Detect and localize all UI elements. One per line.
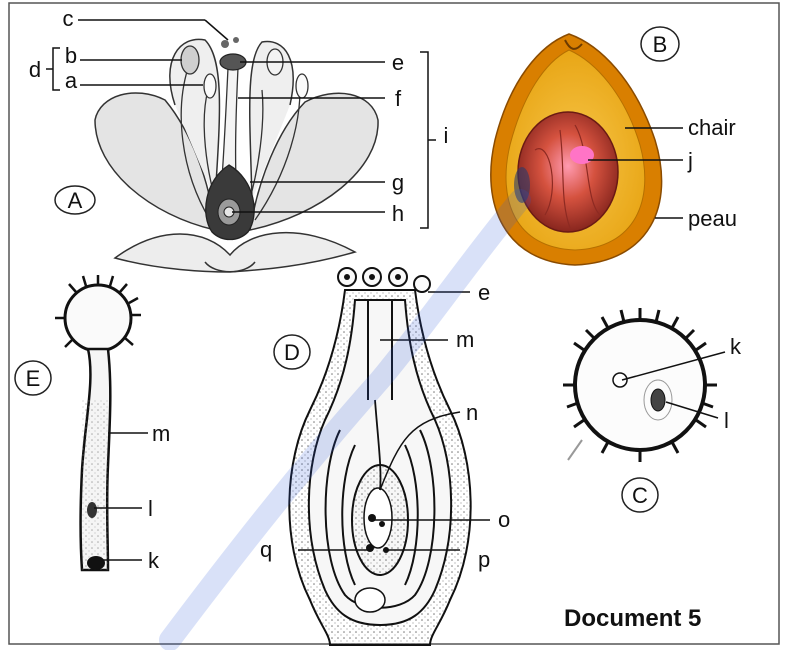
pistil-label-q: q — [260, 537, 272, 562]
pollen-label-l: l — [724, 408, 729, 433]
anther-a — [204, 74, 216, 98]
pistil-label-o: o — [498, 507, 510, 532]
anther-b — [181, 46, 199, 74]
tube-label-k: k — [148, 548, 160, 573]
label-peau: peau — [688, 206, 737, 231]
label-e: e — [392, 50, 404, 75]
label-f: f — [395, 86, 402, 111]
pollen-grain — [65, 285, 131, 351]
tube-nucleus-k — [613, 373, 627, 387]
tube-label-l: l — [148, 496, 153, 521]
label-c: c — [63, 6, 74, 31]
pollen-label-k: k — [730, 334, 742, 359]
panel-c-label: C — [632, 483, 648, 508]
label-a: a — [65, 68, 78, 93]
tube-nucleus — [87, 502, 97, 518]
label-b: b — [65, 43, 77, 68]
label-h: h — [392, 201, 404, 226]
panel-b-label: B — [653, 32, 668, 57]
label-j: j — [687, 148, 693, 173]
pollen-wall — [575, 320, 705, 450]
pistil-label-e: e — [478, 280, 490, 305]
panel-e-label: E — [26, 366, 41, 391]
tube-label-m: m — [152, 421, 170, 446]
pistil-label-m: m — [456, 327, 474, 352]
seed — [518, 112, 618, 232]
label-chair: chair — [688, 115, 736, 140]
document-title: Document 5 — [564, 605, 701, 632]
label-d: d — [29, 57, 41, 82]
generative-nucleus — [87, 556, 105, 570]
label-i: i — [444, 123, 449, 148]
label-g: g — [392, 170, 404, 195]
pistil-label-p: p — [478, 547, 490, 572]
pistil-label-n: n — [466, 400, 478, 425]
panel-d-label: D — [284, 340, 300, 365]
seed-highlight — [570, 146, 594, 164]
panel-a-label: A — [68, 188, 83, 213]
generative-cell-l — [651, 389, 665, 411]
